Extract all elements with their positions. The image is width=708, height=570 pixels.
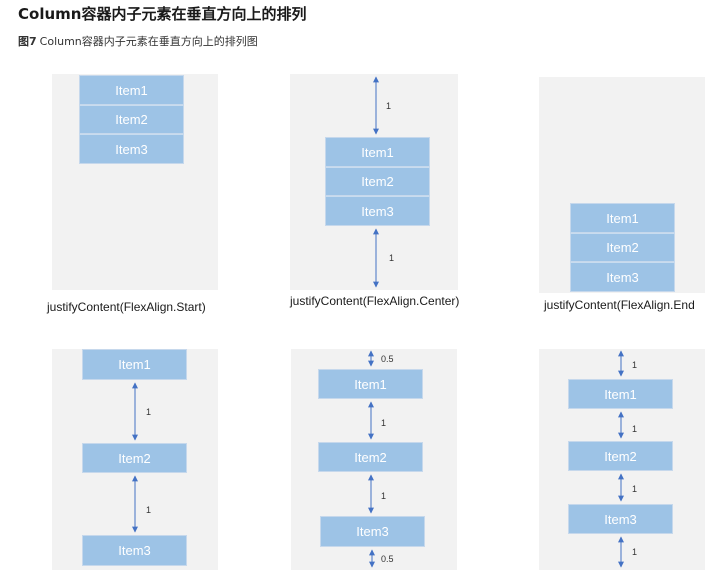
gap-label-2: 1: [381, 418, 387, 428]
gap-label-3: 1: [632, 484, 638, 494]
item-stack-start: Item1 Item2 Item3: [79, 75, 184, 164]
item-3: Item3: [79, 134, 184, 164]
label-flexalign-end: justifyContent(FlexAlign.End: [544, 298, 695, 312]
gap-label-1: 0.5: [381, 354, 394, 364]
page-heading: Column容器内子元素在垂直方向上的排列: [18, 5, 307, 23]
label-flexalign-center: justifyContent(FlexAlign.Center): [290, 294, 460, 308]
figure-number: 图7: [18, 35, 37, 48]
item-3: Item3: [320, 516, 425, 547]
item-1: Item1: [82, 349, 187, 380]
item-1: Item1: [79, 75, 184, 105]
item-1: Item1: [570, 203, 675, 233]
item-stack-center: Item1 Item2 Item3: [325, 137, 430, 226]
gap-label-1: 1: [632, 360, 638, 370]
item-3: Item3: [570, 262, 675, 292]
figure-caption-text: Column容器内子元素在垂直方向上的排列图: [39, 35, 258, 48]
gap-label-bottom: 1: [389, 253, 395, 263]
item-2: Item2: [79, 105, 184, 134]
item-3: Item3: [568, 504, 673, 534]
item-1: Item1: [568, 379, 673, 409]
item-2: Item2: [325, 167, 430, 196]
item-stack-end: Item1 Item2 Item3: [570, 203, 675, 292]
item-3: Item3: [325, 196, 430, 226]
item-2: Item2: [568, 441, 673, 471]
item-2: Item2: [82, 443, 187, 473]
item-1: Item1: [325, 137, 430, 167]
label-flexalign-start: justifyContent(FlexAlign.Start): [47, 300, 206, 314]
gap-label-2: 1: [632, 424, 638, 434]
item-3: Item3: [82, 535, 187, 566]
gap-label-4: 0.5: [381, 554, 394, 564]
gap-label-4: 1: [632, 547, 638, 557]
gap-label-top: 1: [386, 101, 392, 111]
gap-label-2: 1: [146, 505, 152, 515]
item-1: Item1: [318, 369, 423, 399]
item-2: Item2: [318, 442, 423, 472]
gap-label-3: 1: [381, 491, 387, 501]
item-2: Item2: [570, 233, 675, 262]
gap-label-1: 1: [146, 407, 152, 417]
